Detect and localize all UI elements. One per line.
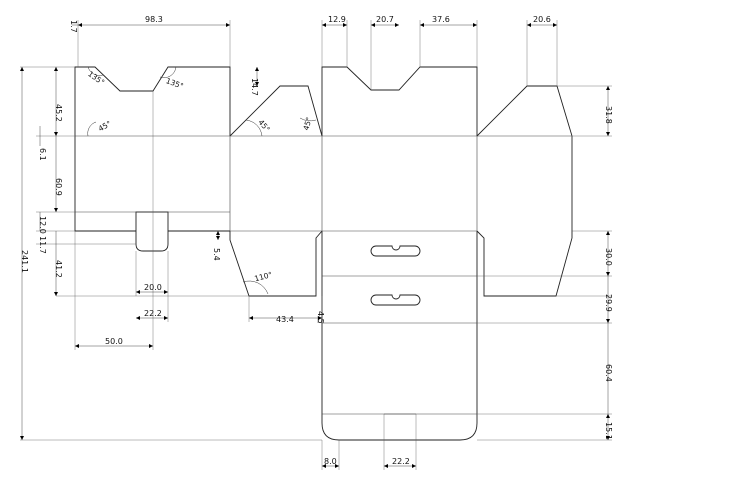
left-top-tuck-flap [74, 66, 231, 136]
dim-bottom-flap: 41.2 [54, 260, 63, 278]
dust-flap-right-top [476, 85, 573, 137]
dust-flap-right-bottom [476, 230, 573, 297]
dust-flap-left-top [229, 85, 323, 137]
angle-45-right: 45° [302, 116, 314, 131]
lock-tab [135, 211, 169, 252]
dim-hanger-panel-2: 29.9 [604, 294, 613, 312]
dim-front-panel: 60.4 [604, 364, 613, 382]
dim-top-tab-37: 37.6 [432, 15, 450, 24]
dim-top-overall: 98.3 [145, 15, 163, 24]
dim-base-notch: 8.0 [324, 457, 337, 466]
left-side-panel [74, 136, 136, 232]
dim-tab-height: 45.2 [54, 104, 63, 122]
angle-110: 110° [253, 270, 273, 283]
dim-base-slot: 22.2 [392, 457, 410, 466]
dim-base-flap: 15.1 [604, 422, 613, 440]
dim-top-tab-20: 20.7 [376, 15, 394, 24]
dim-lock-slot-width: 22.2 [144, 309, 162, 318]
angle-45-left: 45° [97, 119, 113, 134]
dim-total-height: 241.1 [20, 250, 29, 273]
angle-arcs [87, 66, 317, 295]
angle-135-left: 135° [86, 69, 106, 87]
angle-135-right: 135° [165, 76, 185, 91]
cut-lines [74, 66, 573, 441]
dim-dust-flap-notch: 5.4 [212, 248, 221, 261]
dim-hanger-panel-1: 30.0 [604, 248, 613, 266]
dimension-labels: 98.3 1.7 12.9 20.7 37.6 20.6 45.2 6.1 60… [20, 15, 613, 466]
dim-tuck-lock-12: 12.0 [38, 216, 47, 234]
dim-top-offset: 1.7 [69, 20, 78, 33]
dim-tuck-lock-11: 11.7 [38, 236, 47, 254]
fold-lines [75, 135, 572, 415]
dim-dust-flap-drop: 14.7 [250, 78, 259, 96]
dim-side-width: 50.0 [105, 337, 123, 346]
front-panel-outline [321, 231, 478, 441]
dim-bottom-offset: 43.4 [276, 315, 294, 324]
angle-labels: 135° 135° 45° 45° 45° 110° [86, 69, 314, 283]
hang-hole-1 [370, 245, 421, 257]
angle-45-mid: 45° [256, 118, 272, 134]
arrowheads [20, 23, 610, 468]
dimension-lines [21, 24, 609, 467]
dim-right-flap: 31.8 [604, 106, 613, 124]
dim-lock-tab-width: 20.0 [144, 283, 162, 292]
dim-top-tab-12: 12.9 [328, 15, 346, 24]
dim-panel-height: 60.9 [54, 178, 63, 196]
center-top-flap [321, 66, 478, 136]
dust-flap-left-bottom [229, 230, 323, 297]
dim-top-tab-right: 20.6 [533, 15, 551, 24]
extension-lines [20, 20, 612, 470]
hang-hole-2 [370, 294, 421, 306]
dim-fold-gap: 6.1 [38, 148, 47, 161]
